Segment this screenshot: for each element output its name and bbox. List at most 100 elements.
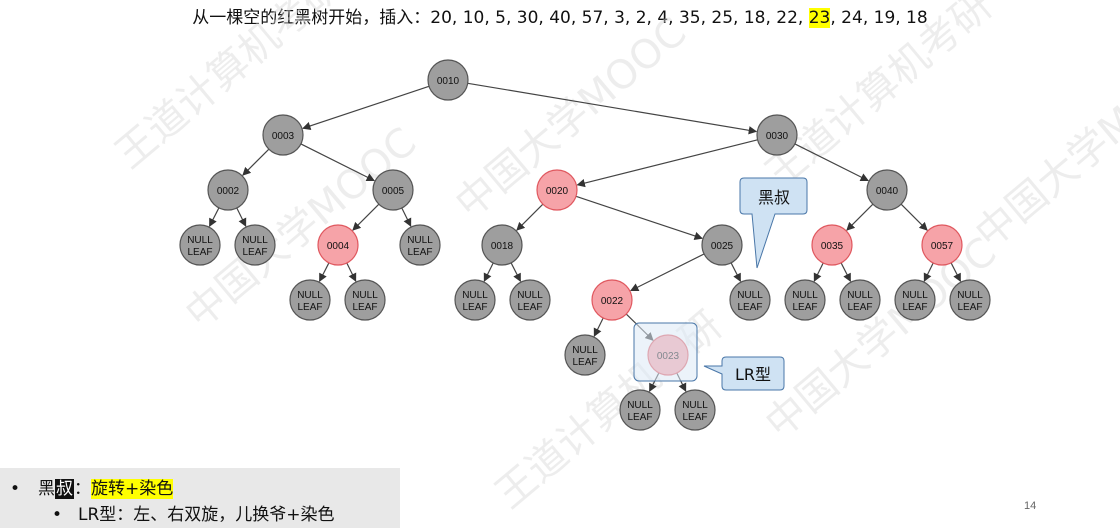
- null-leaf-label: NULL: [572, 345, 598, 356]
- tree-edge: [794, 143, 869, 182]
- node-label: 0022: [601, 296, 624, 307]
- node-label: 0035: [821, 241, 844, 252]
- null-leaf-label: LEAF: [407, 247, 432, 258]
- null-leaf-node: [949, 279, 991, 321]
- page-number: 14: [1024, 500, 1037, 512]
- null-leaf-label: NULL: [297, 290, 323, 301]
- note-line-1: •黑叔：旋转+染色: [10, 474, 174, 499]
- tree-edge: [352, 203, 380, 231]
- black-node: [262, 114, 304, 156]
- tree-edge: [730, 262, 742, 283]
- title-highlight: 23: [808, 8, 831, 28]
- null-leaf-label: NULL: [847, 290, 873, 301]
- null-leaf-label: NULL: [352, 290, 378, 301]
- tree-edge: [575, 195, 703, 240]
- black-node: [427, 59, 469, 101]
- note-text: LR型：左、右双旋，儿换爷+染色: [78, 505, 335, 525]
- black-node: [866, 169, 908, 211]
- node-label: 0020: [546, 186, 569, 197]
- tree-edge: [242, 148, 270, 176]
- node-label: 0030: [766, 131, 789, 142]
- null-leaf-node: [399, 224, 441, 266]
- tree-edge: [593, 317, 604, 337]
- node-label: 0003: [272, 131, 295, 142]
- tree-edges: [208, 82, 962, 393]
- tree-edge: [510, 262, 522, 283]
- black-node: [372, 169, 414, 211]
- null-leaf-node: [289, 279, 331, 321]
- watermark-text: 王道计算机考研: [757, 0, 1001, 198]
- null-leaf-label: NULL: [627, 400, 653, 411]
- null-leaf-node: [454, 279, 496, 321]
- note-highlight: 旋转+染色: [91, 479, 174, 499]
- red-node: [591, 279, 633, 321]
- node-label: 0005: [382, 186, 405, 197]
- tree-edge: [467, 82, 758, 135]
- node-label: 0004: [327, 241, 350, 252]
- null-leaf-node: [179, 224, 221, 266]
- node-label: 0002: [217, 186, 240, 197]
- null-leaf-node: [729, 279, 771, 321]
- watermark-text: 中国大学MOOC: [757, 229, 1005, 448]
- tree-edge: [346, 262, 357, 282]
- node-label: 0057: [931, 241, 954, 252]
- new-node-highlight-box: [633, 322, 698, 382]
- lr-callout: LR型: [703, 356, 785, 391]
- node-label: 0025: [711, 241, 734, 252]
- null-leaf-node: [894, 279, 936, 321]
- null-leaf-node: [619, 389, 661, 431]
- null-leaf-label: LEAF: [297, 302, 322, 313]
- null-leaf-label: NULL: [902, 290, 928, 301]
- null-leaf-label: LEAF: [792, 302, 817, 313]
- tree-edge: [630, 253, 705, 292]
- black-node: [756, 114, 798, 156]
- title-text: 从一棵空的红黑树开始，插入：20, 10, 5, 30, 40, 57, 3, …: [192, 8, 809, 28]
- null-leaf-node: [234, 224, 276, 266]
- note-colon: ：: [74, 479, 91, 499]
- tree-edge: [900, 203, 928, 231]
- null-leaf-label: NULL: [682, 400, 708, 411]
- null-leaf-node: [509, 279, 551, 321]
- tree-edge: [208, 207, 220, 228]
- null-leaf-label: LEAF: [572, 357, 597, 368]
- red-node: [317, 224, 359, 266]
- red-node: [536, 169, 578, 211]
- null-leaf-label: NULL: [517, 290, 543, 301]
- null-leaf-label: LEAF: [737, 302, 762, 313]
- title-text-end: , 24, 19, 18: [830, 8, 928, 28]
- red-node: [811, 224, 853, 266]
- black-node: [701, 224, 743, 266]
- node-label: 0010: [437, 76, 460, 87]
- null-leaf-label: NULL: [957, 290, 983, 301]
- null-leaf-label: LEAF: [957, 302, 982, 313]
- bullet-icon: •: [52, 505, 63, 525]
- bullet-icon: •: [10, 479, 21, 499]
- null-leaf-label: LEAF: [462, 302, 487, 313]
- tree-edge: [318, 262, 330, 283]
- null-leaf-label: LEAF: [517, 302, 542, 313]
- null-leaf-label: LEAF: [352, 302, 377, 313]
- uncle-callout-label: 黑叔: [758, 188, 790, 207]
- tree-edge: [923, 262, 934, 282]
- notes-panel: •黑叔：旋转+染色 • LR型：左、右双旋，儿换爷+染色: [0, 468, 400, 528]
- tree-edge: [950, 262, 962, 283]
- lr-callout-label: LR型: [735, 365, 771, 384]
- null-leaf-label: LEAF: [242, 247, 267, 258]
- tree-edge: [401, 207, 412, 227]
- null-leaf-label: NULL: [737, 290, 763, 301]
- null-leaf-label: NULL: [407, 235, 433, 246]
- note-line-2: • LR型：左、右双旋，儿换爷+染色: [52, 500, 335, 525]
- null-leaf-label: LEAF: [902, 302, 927, 313]
- node-label: 0018: [491, 241, 514, 252]
- black-node: [481, 224, 523, 266]
- red-node: [921, 224, 963, 266]
- tree-edge: [483, 262, 494, 282]
- null-leaf-node: [564, 334, 606, 376]
- null-leaf-node: [784, 279, 826, 321]
- tree-edge: [846, 203, 874, 231]
- tree-edge: [516, 203, 544, 231]
- page-title: 从一棵空的红黑树开始，插入：20, 10, 5, 30, 40, 57, 3, …: [0, 3, 1120, 28]
- null-leaf-label: LEAF: [847, 302, 872, 313]
